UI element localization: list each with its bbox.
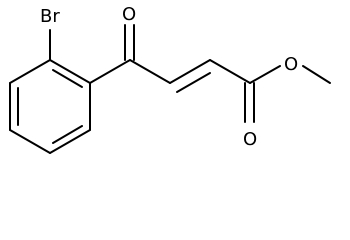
ester-single-bond-to-o <box>249 65 281 84</box>
ester-carbonyl-oxygen-label: O <box>243 129 257 150</box>
ring-inner-double-bond-1 <box>52 69 83 88</box>
ring-bond-4 <box>9 129 51 154</box>
ring-bond-6 <box>9 59 51 84</box>
ring-inner-double-bond-2 <box>52 125 83 144</box>
molecule-structure-canvas: Br O O O <box>9 4 331 154</box>
chemical-structure-drawing: Br O O O <box>9 4 331 154</box>
ester-oxygen-label: O <box>284 54 298 75</box>
ketone-oxygen-label: O <box>122 4 136 25</box>
bromine-atom-label: Br <box>40 6 60 27</box>
ring-bond-3 <box>49 129 91 154</box>
ester-methyl-bond <box>302 65 331 84</box>
alkene-to-ester-bond <box>209 59 251 84</box>
ring-bond-1 <box>49 59 91 84</box>
alkene-bond <box>169 59 211 84</box>
ketone-to-alkene-bond <box>129 59 171 84</box>
alkene-second-bond <box>176 72 211 93</box>
aryl-to-ketone-bond <box>89 59 131 84</box>
